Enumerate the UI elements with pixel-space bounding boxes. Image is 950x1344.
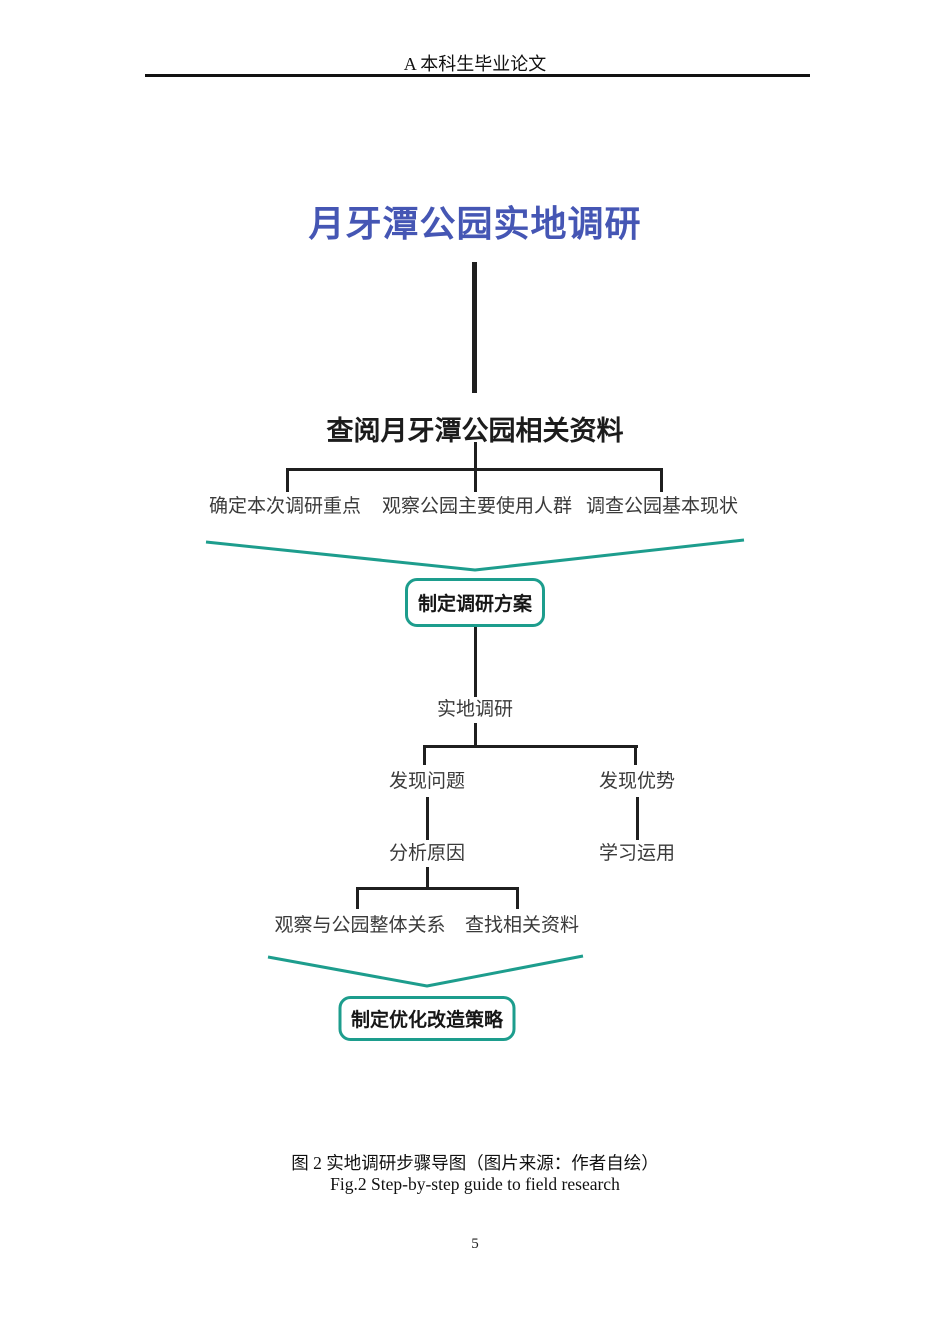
connector-advantages-drop xyxy=(634,745,637,765)
flowchart-title: 月牙潭公园实地调研 xyxy=(308,203,642,244)
node-branch-focus: 确定本次调研重点 xyxy=(208,496,362,517)
connector-branch-drop-left xyxy=(286,468,289,492)
connector-branch-drop-right xyxy=(660,468,663,492)
node-plan-box: 制定调研方案 xyxy=(405,578,545,627)
node-branch-status: 调查公园基本现状 xyxy=(585,496,739,517)
node-branch-users: 观察公园主要使用人群 xyxy=(381,496,573,517)
node-field-research: 实地调研 xyxy=(436,699,514,720)
node-analyze-causes: 分析原因 xyxy=(388,843,466,864)
connector-observe-drop xyxy=(356,887,359,909)
connector-branch-bar-mid xyxy=(423,745,638,748)
node-research-materials: 查阅月牙潭公园相关资料 xyxy=(326,416,624,446)
connector-field-stem xyxy=(473,723,477,747)
connector-branch-bar-bottom xyxy=(356,887,519,890)
node-learn-apply: 学习运用 xyxy=(598,843,676,864)
connector-plan-to-field xyxy=(473,627,477,697)
funnel-chevron-bottom xyxy=(267,954,584,988)
figure-caption-zh: 图 2 实地调研步骤导图（图片来源：作者自绘） xyxy=(291,1153,659,1173)
connector-analyze-stem xyxy=(425,867,429,889)
connector-advantages-to-apply xyxy=(635,797,639,840)
connector-branch-drop-middle xyxy=(473,468,477,492)
page-header-title: A 本科生毕业论文 xyxy=(403,54,547,74)
page-number: 5 xyxy=(471,1236,479,1252)
node-observe-relation: 观察与公园整体关系 xyxy=(274,915,446,936)
connector-problems-to-analyze xyxy=(425,797,429,840)
connector-related-drop xyxy=(516,887,519,909)
connector-materials-stem xyxy=(473,442,477,470)
node-find-advantages: 发现优势 xyxy=(598,771,676,792)
node-find-problems: 发现问题 xyxy=(388,771,466,792)
node-find-related: 查找相关资料 xyxy=(464,915,580,936)
node-strategy-box: 制定优化改造策略 xyxy=(338,996,516,1041)
connector-title-to-materials xyxy=(472,262,477,393)
figure-caption-en: Fig.2 Step-by-step guide to field resear… xyxy=(330,1174,620,1194)
funnel-chevron-top xyxy=(205,538,745,572)
connector-problems-drop xyxy=(423,745,426,765)
header-rule xyxy=(145,74,810,77)
